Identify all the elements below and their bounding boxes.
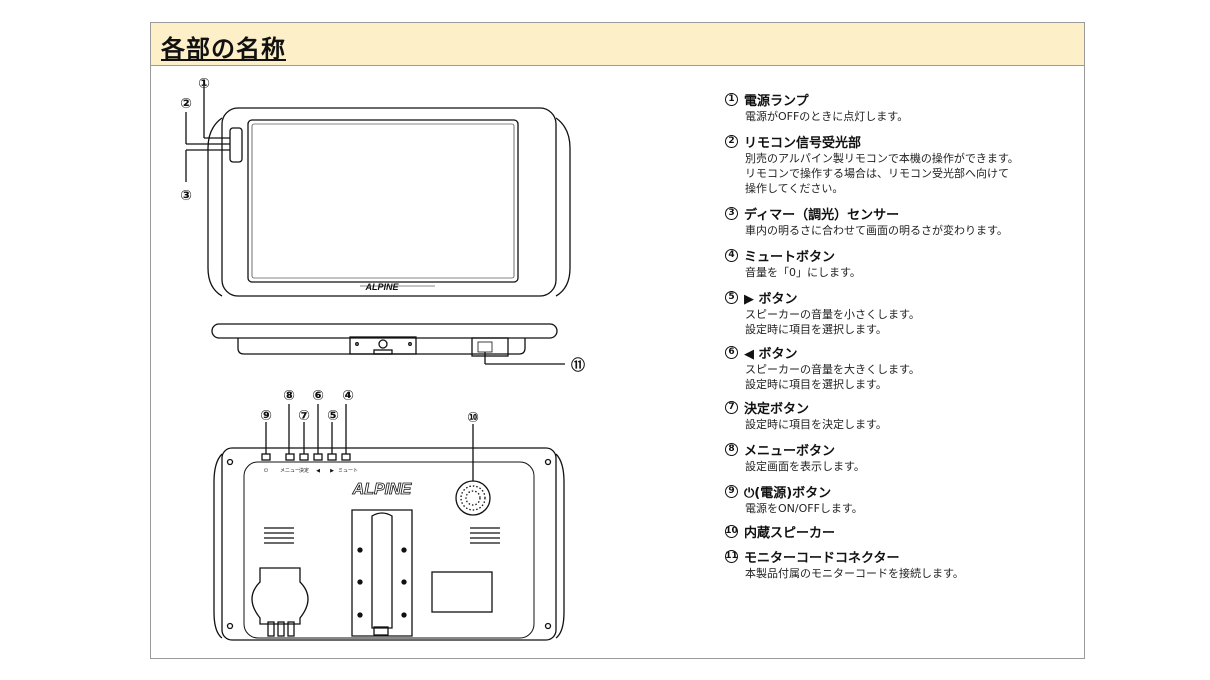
part-number-badge: 1 — [725, 93, 738, 106]
part-number-badge: 4 — [725, 249, 738, 262]
callout-11: ⑪ — [571, 357, 585, 374]
part-name: 内蔵スピーカー — [744, 526, 836, 541]
section-title-bar: 各部の名称 — [150, 22, 1085, 66]
part-heading: 2 リモコン信号受光部 — [725, 132, 1075, 151]
part-number-badge: 2 — [725, 135, 738, 148]
part-item: 1 電源ランプ電源がOFFのときに点灯します。 — [725, 90, 1075, 124]
callout-4: ④ — [342, 388, 354, 404]
part-name: ⏻(電源)ボタン — [744, 486, 832, 501]
back-label-menu: メニュー — [280, 468, 300, 474]
part-name: ▶ ボタン — [744, 292, 798, 307]
callout-8: ⑧ — [283, 388, 295, 404]
part-number-badge: 8 — [725, 443, 738, 456]
part-heading: 1 電源ランプ — [725, 90, 1075, 109]
part-item: 7 決定ボタン設定時に項目を決定します。 — [725, 398, 1075, 432]
callout-5: ⑤ — [327, 408, 339, 424]
callout-7: ⑦ — [298, 408, 310, 424]
part-item: 9 ⏻(電源)ボタン電源をON/OFFします。 — [725, 482, 1075, 516]
part-item: 6 ◀ ボタンスピーカーの音量を大きくします。 設定時に項目を選択します。 — [725, 343, 1075, 392]
part-name: ミュートボタン — [744, 250, 836, 265]
brand-logo-front: ALPINE — [364, 282, 399, 292]
part-heading: 10 内蔵スピーカー — [725, 522, 1075, 541]
side-view — [211, 323, 558, 357]
front-view — [207, 107, 571, 297]
back-label-mute: ミュート — [338, 468, 358, 474]
part-number-badge: 6 — [725, 346, 738, 359]
brand-logo-back: ALPINE — [352, 481, 413, 498]
part-description: 音量を「0」にします。 — [745, 266, 861, 279]
monitor-diagram: ALPINE ALPINE ⏻ メニュー 決定 ◀ ▶ ミュート ① ② ③ ④… — [180, 76, 585, 641]
part-heading: 6 ◀ ボタン — [725, 343, 1075, 362]
part-name: メニューボタン — [744, 444, 836, 459]
part-name: 電源ランプ — [744, 94, 809, 109]
back-label-left: ◀ — [316, 468, 320, 474]
part-name: 決定ボタン — [744, 402, 810, 417]
part-item: 4 ミュートボタン音量を「0」にします。 — [725, 246, 1075, 280]
back-view — [213, 447, 565, 641]
part-heading: 7 決定ボタン — [725, 398, 1075, 417]
part-heading: 5 ▶ ボタン — [725, 288, 1075, 307]
part-number-badge: 11 — [725, 550, 738, 563]
parts-list: 1 電源ランプ電源がOFFのときに点灯します。 2 リモコン信号受光部別売のアルパイン… — [725, 90, 1075, 581]
part-number-badge: 9 — [725, 485, 738, 498]
page-title: 各部の名称 — [161, 35, 286, 63]
part-name: モニターコードコネクター — [744, 551, 900, 566]
callout-2: ② — [180, 96, 192, 112]
part-name: ディマー（調光）センサー — [744, 208, 900, 223]
part-number-badge: 3 — [725, 207, 738, 220]
part-description: 別売のアルパイン製リモコンで本機の操作ができます。 リモコンで操作する場合は、リ… — [745, 152, 1019, 195]
back-label-right: ▶ — [330, 468, 334, 474]
part-item: 2 リモコン信号受光部別売のアルパイン製リモコンで本機の操作ができます。 リモコン… — [725, 132, 1075, 196]
part-description: 電源がOFFのときに点灯します。 — [745, 110, 909, 123]
part-description: 本製品付属のモニターコードを接続します。 — [745, 567, 964, 580]
back-label-enter: 決定 — [299, 467, 309, 474]
part-name: リモコン信号受光部 — [744, 136, 862, 151]
part-heading: 11 モニターコードコネクター — [725, 547, 1075, 566]
callout-1: ① — [198, 76, 210, 92]
part-number-badge: 5 — [725, 291, 738, 304]
back-label-power: ⏻ — [264, 468, 268, 474]
part-heading: 8 メニューボタン — [725, 440, 1075, 459]
part-description: スピーカーの音量を小さくします。 設定時に項目を選択します。 — [745, 308, 920, 336]
callout-10: ⑩ — [467, 410, 479, 426]
part-item: 3 ディマー（調光）センサー車内の明るさに合わせて画面の明るさが変わります。 — [725, 204, 1075, 238]
part-item: 10 内蔵スピーカー — [725, 522, 1075, 541]
part-description: 車内の明るさに合わせて画面の明るさが変わります。 — [745, 224, 1008, 237]
part-description: 設定時に項目を決定します。 — [745, 418, 887, 431]
part-item: 8 メニューボタン設定画面を表示します。 — [725, 440, 1075, 474]
part-description: スピーカーの音量を大きくします。 設定時に項目を選択します。 — [745, 363, 920, 391]
part-number-badge: 10 — [725, 525, 738, 538]
callout-3: ③ — [180, 188, 192, 204]
part-heading: 4 ミュートボタン — [725, 246, 1075, 265]
part-heading: 3 ディマー（調光）センサー — [725, 204, 1075, 223]
part-description: 設定画面を表示します。 — [745, 460, 865, 473]
callout-6: ⑥ — [312, 388, 324, 404]
part-item: 5 ▶ ボタンスピーカーの音量を小さくします。 設定時に項目を選択します。 — [725, 288, 1075, 337]
part-heading: 9 ⏻(電源)ボタン — [725, 482, 1075, 501]
callout-9: ⑨ — [260, 408, 272, 424]
part-description: 電源をON/OFFします。 — [745, 502, 863, 515]
part-item: 11 モニターコードコネクター本製品付属のモニターコードを接続します。 — [725, 547, 1075, 581]
part-name: ◀ ボタン — [744, 347, 798, 362]
part-number-badge: 7 — [725, 401, 738, 414]
